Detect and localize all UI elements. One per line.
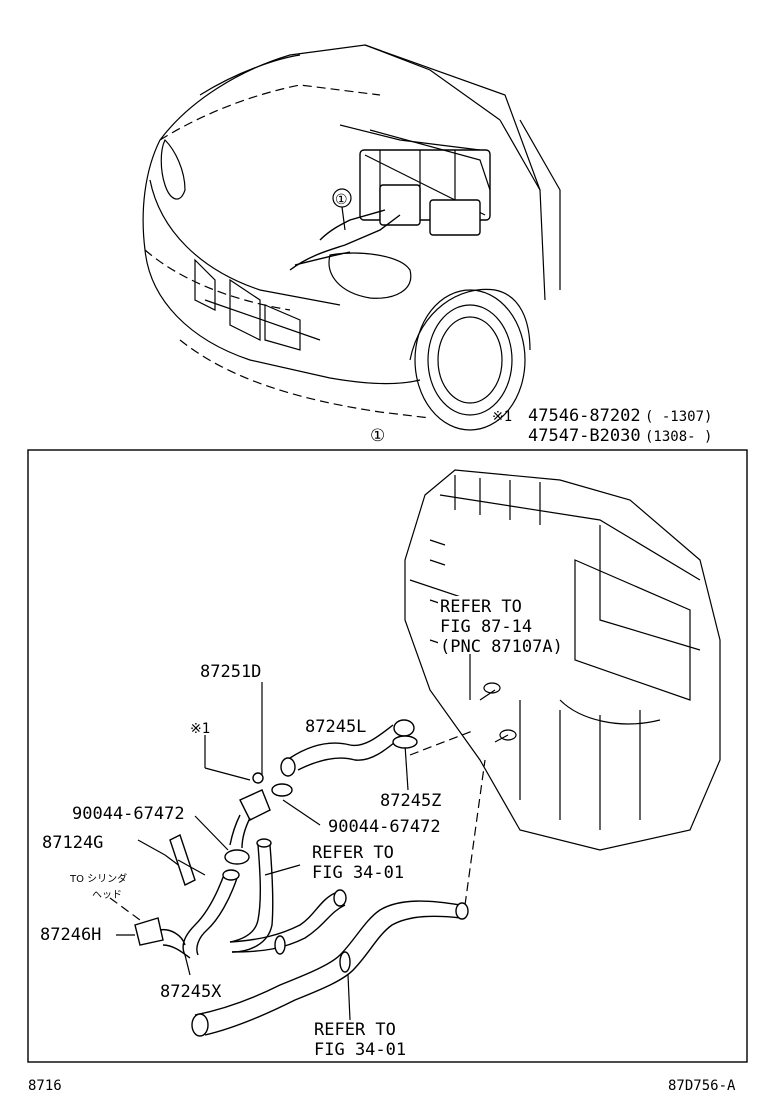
label-87245X: 87245X (160, 982, 222, 1002)
label-87245Z: 87245Z (380, 791, 441, 811)
note-line1-range: ( -1307) (645, 409, 712, 425)
part-labels: 87251D ※1 87245L 87245Z 90044-67472 9004… (40, 662, 441, 1060)
refer-34a-line1: REFER TO (312, 843, 394, 863)
refer-34b-line1: REFER TO (314, 1020, 396, 1040)
note-line2-part: 47547-B2030 (528, 426, 641, 446)
label-90044-left: 90044-67472 (72, 804, 185, 824)
footer-right: 87D756-A (668, 1078, 736, 1094)
callout-1-label: ① (370, 426, 385, 446)
callout-1-car: ① (335, 192, 348, 208)
label-to-cylinder-2: ヘッド (92, 890, 122, 901)
note-block: ※1 47546-87202 ( -1307) 47547-B2030 (130… (492, 406, 712, 446)
note-line2-range: (1308- ) (645, 429, 712, 445)
label-90044-right: 90044-67472 (328, 817, 441, 837)
refer-87-line2: FIG 87-14 (440, 617, 532, 637)
heater-unit (404, 469, 721, 851)
car-illustration (142, 44, 561, 431)
label-87245L: 87245L (305, 717, 366, 737)
label-mark1: ※1 (190, 721, 210, 737)
footer-left: 8716 (28, 1078, 62, 1094)
refer-87-line1: REFER TO (440, 597, 522, 617)
note-mark: ※1 (492, 409, 512, 425)
label-87251D: 87251D (200, 662, 261, 682)
label-to-cylinder-1: TO シリンダ (69, 872, 127, 885)
refer-34b-line2: FIG 34-01 (314, 1040, 406, 1060)
refer-87-line3: (PNC 87107A) (440, 637, 563, 657)
refer-34a-line2: FIG 34-01 (312, 863, 404, 883)
detail-frame (27, 449, 748, 1063)
label-87124G: 87124G (42, 833, 103, 853)
label-87246H: 87246H (40, 925, 101, 945)
leader-lines (109, 682, 486, 1021)
refer-87-14: REFER TO FIG 87-14 (PNC 87107A) (438, 596, 570, 657)
hose-assembly (134, 719, 469, 1037)
note-line1-part: 47546-87202 (528, 406, 641, 426)
